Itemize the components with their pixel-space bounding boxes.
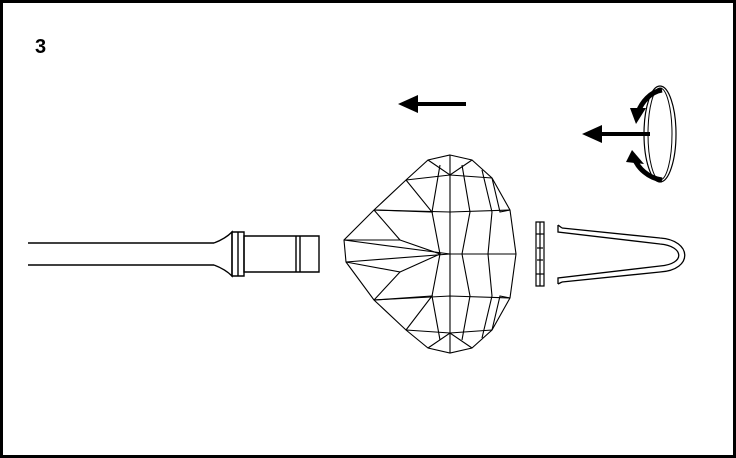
faceted-glass-shade-icon (344, 155, 516, 353)
assembly-illustration (3, 3, 733, 455)
rotate-arrow-icon (626, 86, 676, 182)
arrow-left-icon (582, 125, 650, 143)
arrow-left-icon (398, 95, 466, 113)
ring-icon (536, 222, 544, 286)
u-clip-icon (558, 225, 685, 284)
cable-socket-icon (28, 232, 319, 276)
step-number: 3 (35, 36, 47, 58)
